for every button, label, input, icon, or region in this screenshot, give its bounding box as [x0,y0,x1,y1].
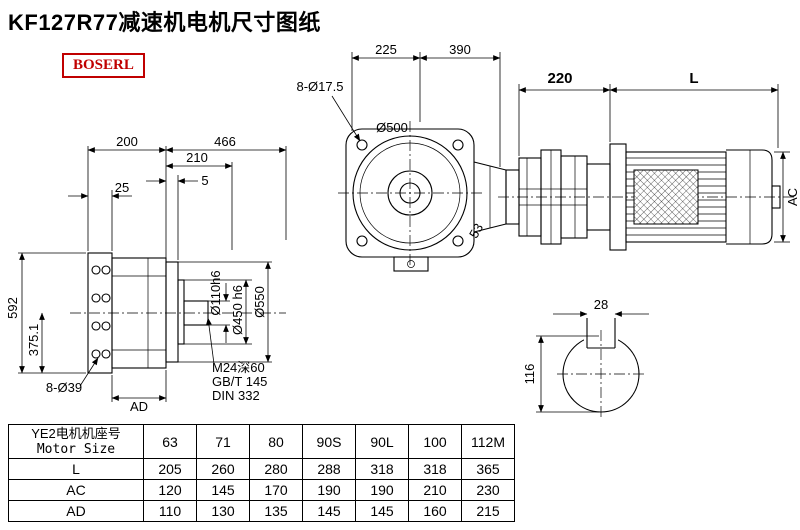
table-col-header: 100 [408,424,462,459]
table-col-header: 71 [196,424,250,459]
front-hub-circle [387,170,433,216]
table-cell: 170 [249,479,303,501]
dim-label-592: 592 [5,297,20,319]
brand-logo: BOSERL [62,53,145,78]
front-bolt-hole [452,235,464,247]
table-cell: 145 [302,500,356,522]
page-title: KF127R77减速机电机尺寸图纸 [8,10,321,35]
dim-label-200: 200 [116,134,138,149]
keyway [586,318,616,349]
table-cell: 318 [355,458,409,480]
input-shaft [518,188,588,206]
flange-bolt-holes [91,265,111,359]
front-foot [393,256,429,272]
dia-110-label: Ø110h6 [208,270,223,315]
dim-label-466: 466 [214,134,236,149]
front-bolt-hole [356,235,368,247]
dim-label-210: 210 [186,150,208,165]
table-row-label: L [8,458,144,480]
table-col-header: 80 [249,424,303,459]
dim-label-116: 116 [522,364,537,385]
table-row-L: L 205 260 280 288 318 318 365 [8,458,515,480]
flange-spigot [177,279,185,345]
front-bolt-hole [356,139,368,151]
table-cell: 280 [249,458,303,480]
dim-label-28: 28 [594,297,608,312]
dim-label-375: 375.1 [26,324,41,357]
shaft-section-view [557,318,645,418]
table-col-header: 90S [302,424,356,459]
table-cell: 205 [143,458,197,480]
table-col-header: 112M [461,424,515,459]
table-col-header: 90L [355,424,409,459]
table-row-label: AC [8,479,144,501]
table-cell: 120 [143,479,197,501]
dia-450-label: Ø450 h6 [230,285,245,335]
table-size-label-cell: YE2电机机座号 Motor Size [8,424,144,459]
table-cell: 130 [196,500,250,522]
front-holes-label: 8-Ø17.5 [297,79,344,94]
table-cell: 215 [461,500,515,522]
dim-label-390: 390 [449,42,471,57]
table-cell: 190 [355,479,409,501]
dimension-lines [18,52,790,413]
table-cell: 318 [408,458,462,480]
output-flange-disk [165,261,179,363]
side-view [70,252,286,374]
side-holes-label: 8-Ø39 [46,380,82,395]
table-cell: 365 [461,458,515,480]
dia-550-label: Ø550 [252,286,267,318]
dia-500-label: Ø500 [376,120,408,135]
gear-housing [111,257,167,369]
table-row-AC: AC 120 145 170 190 190 210 230 [8,479,515,501]
motor-size-table: YE2电机机座号 Motor Size 63 71 80 90S 90L 100… [8,424,515,522]
table-cell: 110 [143,500,197,522]
table-cell: 288 [302,458,356,480]
table-cell: 160 [408,500,462,522]
table-cell: 145 [355,500,409,522]
tap-label-3: DIN 332 [212,388,260,403]
table-header-row: YE2电机机座号 Motor Size 63 71 80 90S 90L 100… [8,424,515,459]
table-size-label-cn: YE2电机机座号 [31,426,121,441]
table-cell: 145 [196,479,250,501]
dim-label-25: 25 [115,180,129,195]
motor-body [625,151,727,243]
table-cell: 230 [461,479,515,501]
dim-label-L: L [689,70,698,87]
motor-view [498,143,796,251]
table-cell: 210 [408,479,462,501]
fan-hub [771,185,781,209]
table-cell: 135 [249,500,303,522]
table-cell: 260 [196,458,250,480]
tap-label-1: M24深60 [212,360,265,375]
dim-label-53: 53 [466,221,486,241]
front-bolt-hole [452,139,464,151]
dim-label-225: 225 [375,42,397,57]
table-row-label: AD [8,500,144,522]
dimension-labels: 225 390 8-Ø17.5 Ø500 53 220 L AC 200 466… [5,42,800,414]
front-view [338,121,507,272]
tap-label-2: GB/T 145 [212,374,267,389]
table-row-AD: AD 110 130 135 145 145 160 215 [8,500,515,522]
dim-label-5: 5 [201,173,208,188]
dim-label-AC: AC [785,188,800,206]
table-col-header: 63 [143,424,197,459]
table-cell: 190 [302,479,356,501]
dim-label-AD: AD [130,399,148,414]
oil-plug-icon [407,260,415,268]
table-size-label-en: Motor Size [36,442,116,457]
dim-label-220: 220 [547,70,572,87]
